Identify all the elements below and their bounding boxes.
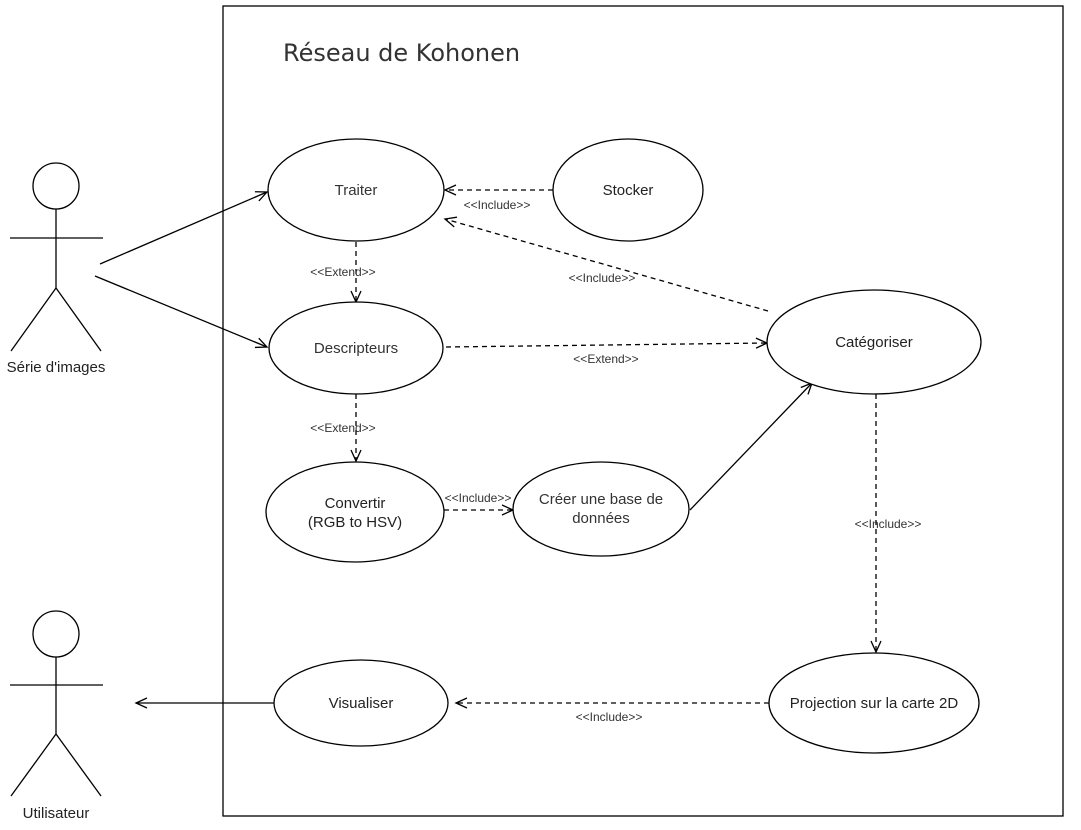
usecase-categoriser[interactable]: Catégoriser xyxy=(766,289,982,395)
actor-serie-images[interactable]: Série d'images xyxy=(7,162,106,376)
usecase-categoriser-label: Catégoriser xyxy=(835,334,913,351)
usecase-descripteurs[interactable]: Descripteurs xyxy=(268,301,444,395)
association-serie-traiter xyxy=(99,191,269,265)
actor-left-leg xyxy=(10,733,57,797)
usecase-visualiser[interactable]: Visualiser xyxy=(273,659,449,747)
usecase-stocker[interactable]: Stocker xyxy=(552,138,704,242)
usecase-projection-label: Projection sur la carte 2D xyxy=(790,695,959,712)
system-title: Réseau de Kohonen xyxy=(283,39,520,67)
usecase-convertir-label-2: (RGB to HSV) xyxy=(308,514,402,531)
usecase-creer-base[interactable]: Créer une base de données xyxy=(512,461,690,557)
usecase-stocker-label: Stocker xyxy=(603,182,654,199)
label-extend-descripteurs-convertir: <<Extend>> xyxy=(310,421,375,435)
usecase-creer-label-1: Créer une base de xyxy=(539,491,663,508)
actor-head xyxy=(32,162,80,210)
label-include-categoriser-traiter: <<Include>> xyxy=(569,271,636,285)
label-extend-traiter-descripteurs: <<Extend>> xyxy=(310,265,375,279)
label-include-categoriser-projection: <<Include>> xyxy=(855,517,922,531)
actor-head xyxy=(32,610,80,658)
actor-left-leg xyxy=(10,287,57,352)
association-creer-categoriser xyxy=(689,381,814,511)
label-include-stocker-traiter: <<Include>> xyxy=(464,198,531,212)
association-serie-descripteurs xyxy=(94,275,269,349)
usecase-convertir-label-1: Convertir xyxy=(325,495,386,512)
usecase-creer-label-2: données xyxy=(572,510,630,527)
label-include-convertir-creer: <<Include>> xyxy=(445,491,512,505)
usecase-convertir[interactable]: Convertir (RGB to HSV) xyxy=(265,461,445,563)
usecase-traiter[interactable]: Traiter xyxy=(267,138,445,242)
actor-utilisateur-label: Utilisateur xyxy=(23,805,90,822)
usecase-descripteurs-label: Descripteurs xyxy=(314,340,398,357)
include-categoriser-traiter xyxy=(443,216,769,312)
usecase-projection[interactable]: Projection sur la carte 2D xyxy=(768,652,980,754)
actor-serie-label: Série d'images xyxy=(7,359,106,376)
actor-right-leg xyxy=(55,287,102,352)
label-include-projection-visualiser: <<Include>> xyxy=(576,710,643,724)
actor-right-leg xyxy=(55,733,102,797)
label-extend-descripteurs-categoriser: <<Extend>> xyxy=(573,352,638,366)
actor-utilisateur[interactable]: Utilisateur xyxy=(10,610,103,822)
usecase-traiter-label: Traiter xyxy=(335,182,378,199)
usecase-visualiser-label: Visualiser xyxy=(329,695,394,712)
